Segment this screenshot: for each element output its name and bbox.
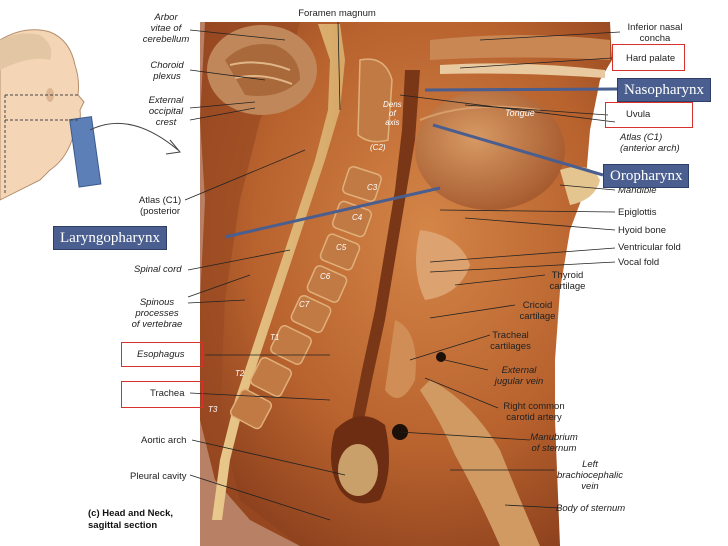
label-trachea: Trachea	[150, 388, 185, 399]
label-manubrium: Manubrium of sternum	[530, 432, 578, 454]
callout-laryngopharynx: Laryngopharynx	[53, 226, 167, 250]
label-arbor-vitae: Arbor vitae of cerebellum	[142, 12, 190, 45]
vertebra-label-c5: C5	[336, 243, 347, 252]
label-atlas-posterior: Atlas (C1) (posterior	[138, 195, 182, 217]
tongue-label: Tongue	[505, 108, 535, 118]
callout-nasopharynx: Nasopharynx	[617, 78, 711, 102]
vertebra-label-c2: (C2)	[370, 143, 386, 152]
label-choroid-plexus: Choroid plexus	[150, 60, 184, 82]
label-uvula: Uvula	[626, 109, 651, 120]
label-aortic-arch: Aortic arch	[141, 435, 187, 446]
label-spinous-processes: Spinous processes of vertebrae	[131, 297, 183, 330]
vertebra-label-c7: C7	[299, 300, 310, 309]
label-cricoid-cartilage: Cricoid cartilage	[519, 300, 556, 322]
label-external-occipital-crest: External occipital crest	[148, 95, 184, 128]
highlight-box-esophagus	[121, 342, 203, 367]
label-right-common-carotid: Right common carotid artery	[503, 401, 565, 423]
label-body-of-sternum: Body of sternum	[556, 503, 626, 514]
figure-caption: (c) Head and Neck, sagittal section	[88, 508, 173, 531]
vertebra-label-c4: C4	[352, 213, 363, 222]
highlight-box-trachea	[121, 381, 203, 408]
vertebra-label-t1: T1	[270, 333, 280, 342]
highlight-box-hard-palate	[612, 44, 685, 71]
label-mandible: Mandible	[618, 185, 657, 196]
vertebra-label-t3: T3	[208, 405, 218, 414]
highlight-box-uvula	[605, 102, 693, 128]
head-orientation-icon	[0, 29, 181, 201]
label-atlas-anterior: Atlas (C1) (anterior arch)	[620, 132, 680, 154]
label-spinal-cord: Spinal cord	[134, 264, 182, 275]
vertebra-label-dens: Dens of axis	[383, 100, 402, 127]
label-esophagus: Esophagus	[137, 349, 185, 360]
vertebra-label-c6: C6	[320, 272, 331, 281]
label-external-jugular-vein: External jugular vein	[494, 365, 544, 387]
callout-oropharynx: Oropharynx	[603, 164, 690, 188]
label-foramen-magnum: Foramen magnum	[298, 8, 376, 19]
label-hyoid-bone: Hyoid bone	[618, 225, 667, 236]
label-epiglottis: Epiglottis	[618, 207, 657, 218]
label-left-brachiocephalic-vein: Left brachiocephalic vein	[556, 459, 623, 492]
label-ventricular-fold: Ventricular fold	[618, 242, 681, 253]
vertebra-label-c3: C3	[367, 183, 378, 192]
label-hard-palate: Hard palate	[626, 53, 676, 64]
label-pleural-cavity: Pleural cavity	[130, 471, 187, 482]
label-vocal-fold: Vocal fold	[618, 257, 660, 268]
label-inferior-nasal-concha: Inferior nasal concha	[627, 22, 683, 44]
vertebra-label-t2: T2	[235, 369, 245, 378]
label-thyroid-cartilage: Thyroid cartilage	[549, 270, 586, 292]
label-tracheal-cartilages: Tracheal cartilages	[490, 330, 531, 352]
